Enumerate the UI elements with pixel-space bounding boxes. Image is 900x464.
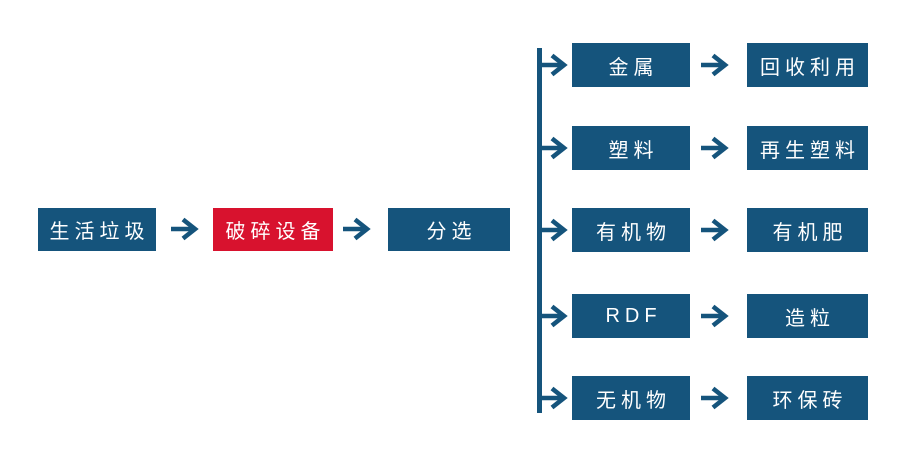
node-sorting: 分选 [388,208,510,251]
arrow-right-icon [701,218,729,242]
node-crushing-equipment: 破碎设备 [213,208,333,251]
node-granulation: 造粒 [747,294,868,338]
node-plastic: 塑料 [572,126,690,170]
branch-arrow-right-icon [540,53,568,77]
arrow-right-icon [171,217,199,241]
node-recycling: 回收利用 [747,43,868,87]
arrow-right-icon [701,304,729,328]
node-household-waste: 生活垃圾 [38,208,156,251]
node-recycled-plastic: 再生塑料 [747,126,868,170]
arrow-right-icon [701,136,729,160]
node-metal: 金属 [572,43,690,87]
node-inorganic-matter: 无机物 [572,376,690,420]
node-organic-matter: 有机物 [572,208,690,252]
arrow-right-icon [701,53,729,77]
branch-trunk-line [537,48,542,413]
branch-arrow-right-icon [540,386,568,410]
branch-arrow-right-icon [540,218,568,242]
node-eco-brick: 环保砖 [747,376,868,420]
arrow-right-icon [343,217,371,241]
node-organic-fertilizer: 有机肥 [747,208,868,252]
branch-arrow-right-icon [540,304,568,328]
arrow-right-icon [701,386,729,410]
branch-arrow-right-icon [540,136,568,160]
node-rdf: RDF [572,294,690,338]
